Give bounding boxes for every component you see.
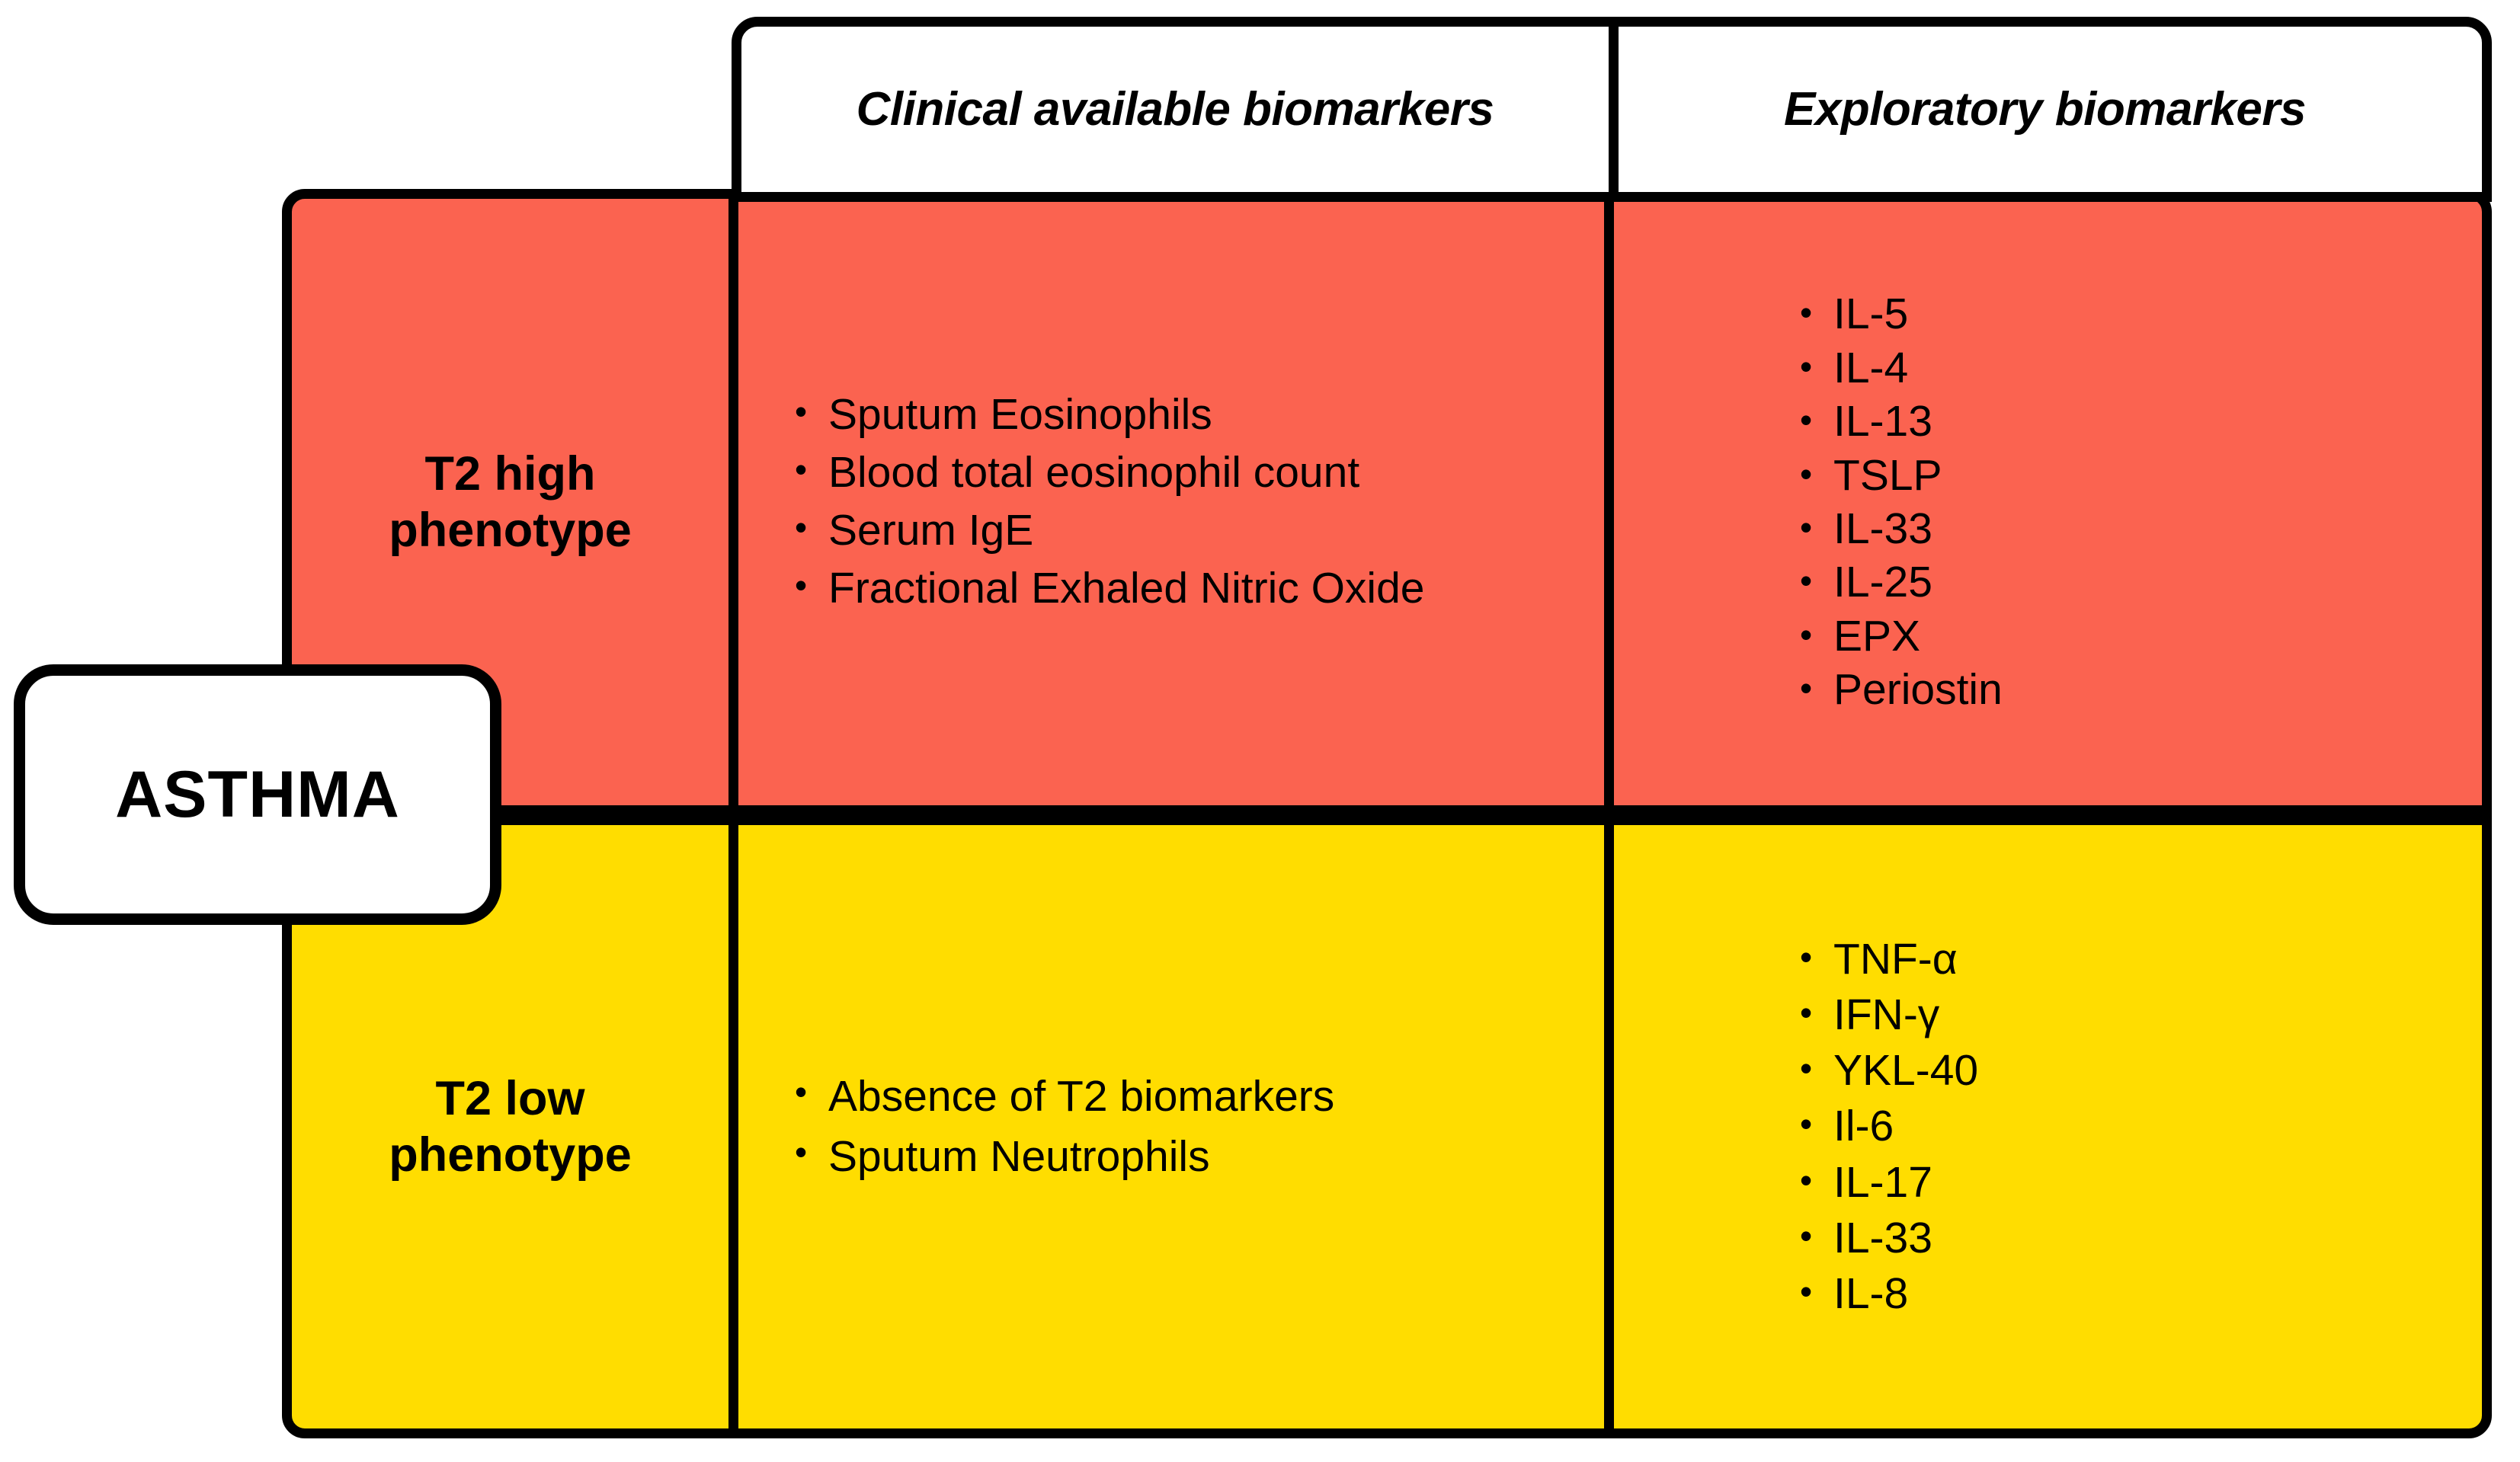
- column-header-clinical-label: Clinical available biomarkers: [856, 83, 1494, 136]
- clinical-biomarkers-list-t2-low: Absence of T2 biomarkers Sputum Neutroph…: [738, 1065, 1604, 1187]
- phenotype-label-t2-high: T2 high phenotype: [389, 446, 632, 559]
- asthma-entity-label: ASTHMA: [115, 757, 400, 831]
- exploratory-biomarkers-cell-t2-high: IL-5 IL-4 IL-13 TSLP IL-33 IL-25 EPX Per…: [1604, 199, 2472, 805]
- list-item: TSLP: [1797, 447, 2472, 502]
- list-item: YKL-40: [1797, 1041, 2472, 1099]
- exploratory-biomarkers-cell-t2-low: TNF-α IFN-γ YKL-40 Il-6 IL-17 IL-33 IL-8: [1604, 825, 2472, 1428]
- clinical-biomarkers-cell-t2-high: Sputum Eosinophils Blood total eosinophi…: [728, 199, 1604, 805]
- list-item: IL-25: [1797, 554, 2472, 609]
- phenotype-label-t2-high-line1: T2 high: [424, 446, 596, 501]
- phenotype-label-t2-low: T2 low phenotype: [389, 1070, 632, 1184]
- list-item: Serum IgE: [792, 501, 1604, 560]
- list-item: IL-33: [1797, 501, 2472, 555]
- exploratory-biomarkers-list-t2-low: TNF-α IFN-γ YKL-40 Il-6 IL-17 IL-33 IL-8: [1614, 930, 2472, 1323]
- list-item: Sputum Eosinophils: [792, 385, 1604, 444]
- list-item: IL-5: [1797, 286, 2472, 341]
- list-item: Periostin: [1797, 661, 2472, 716]
- list-item: TNF-α: [1797, 930, 2472, 987]
- list-item: IFN-γ: [1797, 986, 2472, 1043]
- list-item: Fractional Exhaled Nitric Oxide: [792, 558, 1604, 618]
- column-header-exploratory: Exploratory biomarkers: [1609, 27, 2471, 192]
- exploratory-biomarkers-list-t2-high: IL-5 IL-4 IL-13 TSLP IL-33 IL-25 EPX Per…: [1614, 286, 2472, 716]
- table-row-t2-high: T2 high phenotype Sputum Eosinophils Blo…: [282, 189, 2492, 815]
- list-item: EPX: [1797, 608, 2472, 663]
- list-item: Sputum Neutrophils: [792, 1125, 1604, 1187]
- phenotype-label-t2-low-line2: phenotype: [389, 1128, 632, 1182]
- column-header-clinical: Clinical available biomarkers: [741, 27, 1609, 192]
- table-header-row: Clinical available biomarkers Explorator…: [732, 17, 2492, 202]
- clinical-biomarkers-list-t2-high: Sputum Eosinophils Blood total eosinophi…: [738, 385, 1604, 618]
- list-item: IL-13: [1797, 393, 2472, 448]
- list-item: IL-4: [1797, 340, 2472, 395]
- column-header-exploratory-label: Exploratory biomarkers: [1783, 83, 2307, 136]
- list-item: Blood total eosinophil count: [792, 443, 1604, 502]
- list-item: IL-8: [1797, 1265, 2472, 1322]
- list-item: IL-33: [1797, 1209, 2472, 1266]
- phenotype-cell-t2-low: T2 low phenotype: [292, 825, 728, 1428]
- phenotype-label-t2-high-line2: phenotype: [389, 504, 632, 557]
- phenotype-cell-t2-high: T2 high phenotype: [292, 199, 728, 805]
- table-row-t2-low: T2 low phenotype Absence of T2 biomarker…: [282, 815, 2492, 1438]
- clinical-biomarkers-cell-t2-low: Absence of T2 biomarkers Sputum Neutroph…: [728, 825, 1604, 1428]
- list-item: IL-17: [1797, 1153, 2472, 1211]
- asthma-entity-badge: ASTHMA: [14, 664, 501, 925]
- phenotype-label-t2-low-line1: T2 low: [435, 1071, 585, 1125]
- list-item: Absence of T2 biomarkers: [792, 1065, 1604, 1127]
- list-item: Il-6: [1797, 1097, 2472, 1154]
